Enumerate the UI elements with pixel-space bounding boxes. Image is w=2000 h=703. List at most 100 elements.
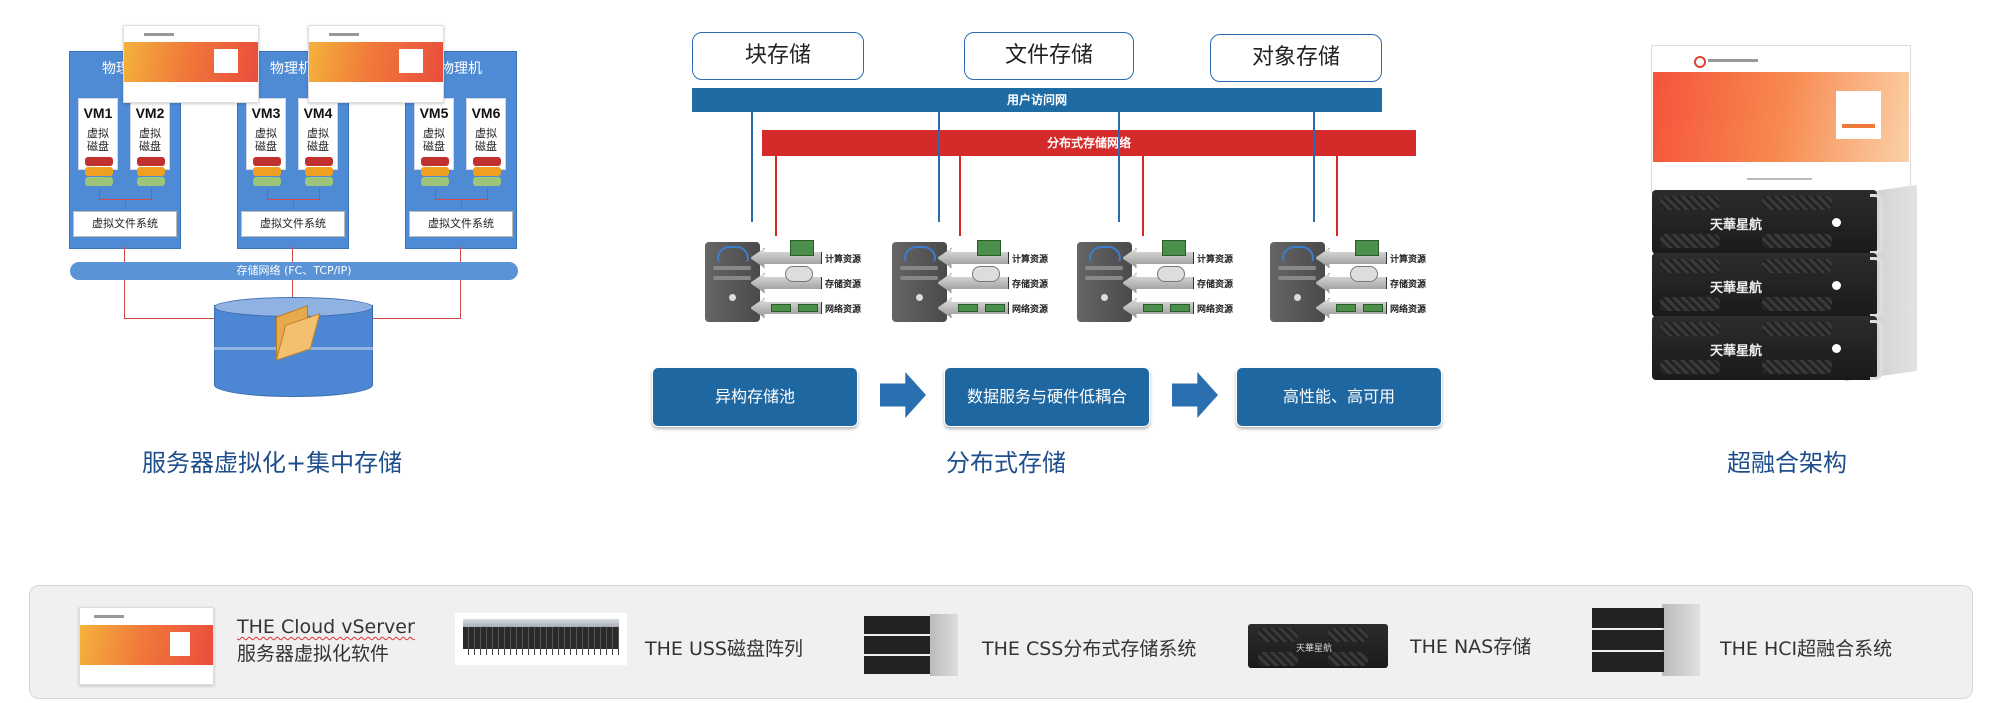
cpu-chip-icon: [977, 240, 1001, 256]
hci-server-rack: 天華星航: [1652, 316, 1883, 380]
resource-label: 计算资源: [1012, 255, 1049, 265]
hard-disk-icon: [1350, 266, 1378, 282]
connector: [151, 187, 152, 199]
power-button-icon: [1832, 281, 1841, 290]
virtual-file-system: 虚拟文件系统: [241, 211, 345, 237]
connector: [487, 187, 488, 199]
rack-brand-logo: 天華星航: [1296, 644, 1333, 654]
connector: [460, 280, 461, 318]
cpu-chip-icon: [1162, 240, 1186, 256]
folder-icon: [272, 305, 321, 361]
disk-stack-icon: [85, 157, 113, 187]
connector: [124, 280, 125, 318]
memory-module-icon: [1143, 304, 1163, 312]
arrow-right-icon: [1172, 372, 1218, 418]
memory-module-icon: [1363, 304, 1383, 312]
virtual-disk-label: 虚拟磁盘: [255, 127, 277, 153]
rack-brand-logo: 天華星航: [1710, 281, 1763, 296]
virtual-disk-label: 虚拟磁盘: [87, 127, 109, 153]
resource-label: 网络资源: [1012, 305, 1049, 315]
cloud-icon: [904, 246, 936, 262]
resource-label: 网络资源: [825, 305, 862, 315]
resource-label: 网络资源: [1390, 305, 1427, 315]
cloud-icon: [717, 246, 749, 262]
storage-server-node: 计算资源 存储资源 网络资源: [892, 228, 1049, 328]
connector: [1118, 112, 1120, 222]
resource-label: 存储资源: [1197, 280, 1234, 290]
virtual-disk-label: 虚拟磁盘: [307, 127, 329, 153]
virtual-disk-label: 虚拟磁盘: [139, 127, 161, 153]
hci-server-rack: 天華星航: [1652, 190, 1883, 254]
storage-server-node: 计算资源 存储资源 网络资源: [1270, 228, 1427, 328]
connector: [938, 112, 940, 222]
connector: [292, 247, 293, 262]
storage-type-file: 文件存储: [964, 32, 1134, 80]
resource-label: 存储资源: [825, 280, 862, 290]
vserver-screenshot: [123, 25, 259, 103]
logo-icon: [1694, 56, 1706, 68]
disk-stack-icon: [473, 157, 501, 187]
virtual-disk-label: 虚拟磁盘: [423, 127, 445, 153]
connector: [959, 156, 961, 236]
memory-module-icon: [985, 304, 1005, 312]
product-label[interactable]: THE CSS分布式存储系统: [982, 638, 1197, 660]
disk-stack-icon: [305, 157, 333, 187]
cpu-chip-icon: [1355, 240, 1379, 256]
hard-disk-icon: [972, 266, 1000, 282]
connector: [99, 187, 100, 199]
hard-disk-icon: [785, 266, 813, 282]
storage-type-object: 对象存储: [1210, 34, 1382, 82]
storage-server-node: 计算资源 存储资源 网络资源: [705, 228, 862, 328]
hard-disk-icon: [1157, 266, 1185, 282]
product-label[interactable]: THE Cloud vServer 服务器虚拟化软件: [237, 616, 415, 665]
power-button-icon: [1832, 344, 1841, 353]
disk-stack-icon: [137, 157, 165, 187]
user-access-network-bar: 用户访问网: [692, 88, 1382, 112]
product-image-vserver: [79, 607, 214, 685]
connector: [125, 199, 126, 209]
connector: [775, 156, 777, 236]
connector: [751, 112, 753, 222]
cloud-icon: [1089, 246, 1121, 262]
cloud-icon: [1282, 246, 1314, 262]
connector: [319, 187, 320, 199]
memory-module-icon: [958, 304, 978, 312]
product-label[interactable]: THE NAS存储: [1410, 636, 1532, 658]
hci-screenshot: [1651, 45, 1911, 193]
vserver-screenshot: [308, 25, 444, 103]
memory-module-icon: [1336, 304, 1356, 312]
product-image-css: [864, 612, 959, 678]
section-title-hyperconverged: 超融合架构: [1727, 449, 1847, 477]
rack-brand-logo: 天華星航: [1710, 344, 1763, 359]
resource-label: 存储资源: [1012, 280, 1049, 290]
storage-server-node: 计算资源 存储资源 网络资源: [1077, 228, 1234, 328]
connector: [435, 187, 436, 199]
flow-step-heterogeneous-pool: 异构存储池: [652, 367, 858, 427]
connector: [292, 280, 293, 300]
disk-stack-icon: [253, 157, 281, 187]
section-title-distributed: 分布式存储: [946, 449, 1066, 477]
memory-module-icon: [771, 304, 791, 312]
physical-machine-label: 物理机: [440, 61, 482, 77]
storage-type-block: 块存储: [692, 32, 864, 80]
cpu-chip-icon: [790, 240, 814, 256]
product-image-uss: [455, 613, 627, 665]
connector: [1313, 112, 1315, 222]
rack-brand-logo: 天華星航: [1710, 218, 1763, 233]
connector: [1336, 156, 1338, 236]
resource-label: 网络资源: [1197, 305, 1234, 315]
product-label[interactable]: THE USS磁盘阵列: [645, 638, 803, 660]
resource-label: 存储资源: [1390, 280, 1427, 290]
connector: [267, 187, 268, 199]
flow-step-high-availability: 高性能、高可用: [1236, 367, 1442, 427]
connector: [1142, 156, 1144, 236]
power-button-icon: [1832, 218, 1841, 227]
resource-label: 计算资源: [825, 255, 862, 265]
storage-network-bar: 存储网络 (FC、TCP/IP): [70, 262, 518, 280]
vm-name: VM5: [419, 105, 449, 121]
vm-name: VM3: [251, 105, 281, 121]
product-label[interactable]: THE HCI超融合系统: [1720, 638, 1893, 660]
product-image-nas: 天華星航: [1248, 624, 1388, 668]
vm-name: VM4: [303, 105, 333, 121]
section-title-virtualization: 服务器虚拟化+集中存储: [142, 449, 403, 477]
